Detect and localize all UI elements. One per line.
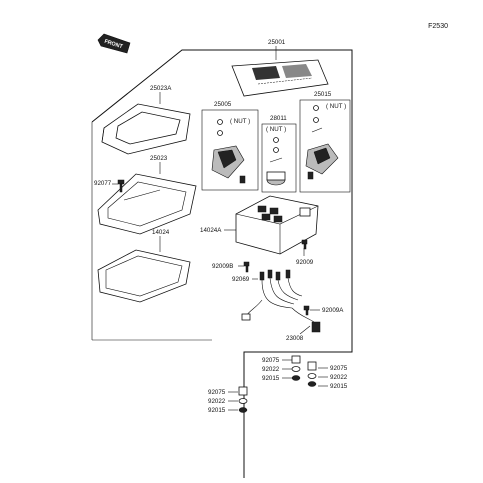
hw2-label-1: 92022 bbox=[330, 374, 348, 381]
label-25015: 25015 bbox=[314, 91, 332, 98]
collar-icon bbox=[291, 366, 301, 372]
tachometer-unit bbox=[211, 119, 246, 184]
figure-code: F2530 bbox=[428, 23, 448, 30]
hw1-label-1: 92022 bbox=[262, 366, 280, 373]
hw2-label-2: 92015 bbox=[330, 383, 348, 390]
collar-icon bbox=[238, 398, 248, 404]
speedo-nut-label: ( NUT ) bbox=[326, 103, 346, 110]
front-arrow-icon: FRONT bbox=[97, 33, 131, 54]
clock-group-box bbox=[261, 123, 297, 193]
tachometer-group-box bbox=[201, 109, 259, 191]
screw-92077 bbox=[117, 179, 125, 193]
grommet-icon bbox=[307, 361, 317, 371]
screw-92009B bbox=[243, 261, 250, 273]
nut-icon bbox=[291, 375, 301, 381]
meter-case-lower bbox=[235, 195, 319, 255]
hw3-label-0: 92075 bbox=[208, 389, 226, 396]
speedometer-unit bbox=[305, 105, 339, 180]
label-92009: 92009 bbox=[296, 259, 314, 266]
clock-unit bbox=[266, 137, 286, 186]
front-label: FRONT bbox=[103, 39, 123, 51]
hw1-label-2: 92015 bbox=[262, 375, 280, 382]
label-14024: 14024 bbox=[152, 229, 170, 236]
screw-92009 bbox=[301, 239, 308, 250]
hardware-group-1: 92075 92022 92015 bbox=[262, 355, 301, 382]
hw2-label-0: 92075 bbox=[330, 365, 348, 372]
hardware-group-3: 92075 92022 92015 bbox=[208, 386, 248, 414]
assembly-outline bbox=[91, 49, 353, 478]
grommet-icon bbox=[291, 355, 301, 364]
hw3-label-1: 92022 bbox=[208, 398, 226, 405]
label-92009B: 92009B bbox=[212, 263, 233, 270]
meter-cover-upper bbox=[101, 103, 191, 155]
label-92077: 92077 bbox=[94, 180, 112, 187]
label-23008: 23008 bbox=[286, 335, 304, 342]
label-92009A: 92009A bbox=[322, 307, 344, 314]
meter-face-plate bbox=[231, 59, 329, 97]
label-25005: 25005 bbox=[214, 101, 232, 108]
speedometer-group-box bbox=[299, 99, 351, 193]
clock-nut-label: ( NUT ) bbox=[266, 126, 286, 133]
label-14024A: 14024A bbox=[200, 227, 222, 234]
tacho-nut-label: ( NUT ) bbox=[230, 118, 250, 125]
gasket-14024 bbox=[97, 249, 191, 303]
meter-lens bbox=[97, 173, 197, 235]
hardware-group-2: 92075 92022 92015 bbox=[307, 361, 348, 390]
label-25023A: 25023A bbox=[150, 85, 172, 92]
label-28011: 28011 bbox=[270, 115, 287, 122]
label-25001: 25001 bbox=[268, 39, 286, 46]
label-92069: 92069 bbox=[232, 276, 250, 283]
label-25023: 25023 bbox=[150, 155, 168, 162]
hw3-label-2: 92015 bbox=[208, 407, 226, 414]
grommet-icon bbox=[238, 386, 248, 396]
nut-icon bbox=[238, 407, 248, 413]
hw1-label-0: 92075 bbox=[262, 357, 280, 364]
screw-92009A bbox=[303, 305, 310, 316]
nut-icon bbox=[307, 381, 317, 387]
collar-icon bbox=[307, 373, 317, 379]
wiring-harness bbox=[241, 269, 321, 333]
